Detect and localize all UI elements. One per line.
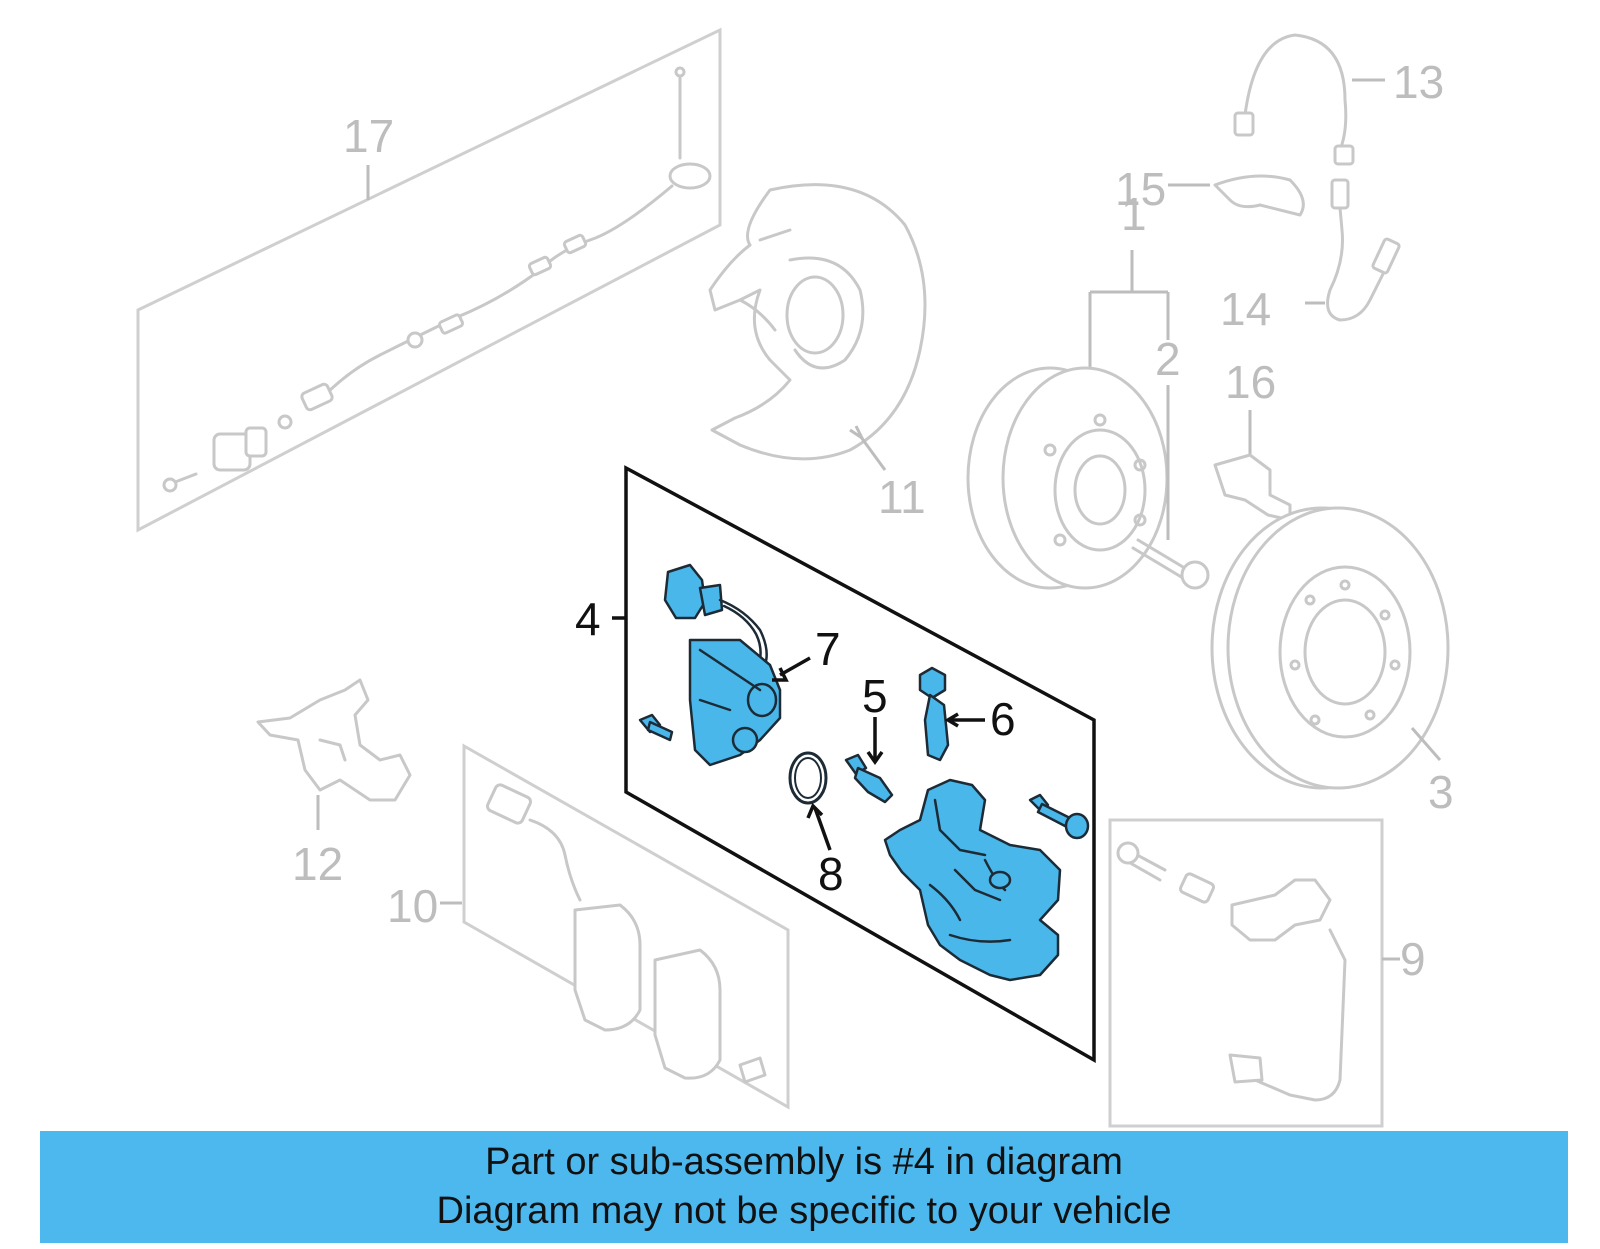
part-3-brake-rotor xyxy=(1210,506,1450,790)
part-4-caliper-assembly xyxy=(612,465,1096,1064)
part-5-bleeder-screw xyxy=(844,717,894,804)
part-6-guide-pin xyxy=(918,666,985,762)
callout-15: 15 xyxy=(1115,163,1166,215)
caliper-body xyxy=(883,778,1062,982)
callout-4: 4 xyxy=(575,593,601,645)
part-13-14-brake-hoses xyxy=(1168,33,1401,322)
callout-9: 9 xyxy=(1400,933,1426,985)
callout-6: 6 xyxy=(990,693,1016,745)
part-12-bracket xyxy=(256,678,412,830)
callout-3: 3 xyxy=(1428,766,1454,818)
callout-17: 17 xyxy=(343,110,394,162)
callout-10: 10 xyxy=(387,880,438,932)
part-16-sensor xyxy=(1213,410,1292,522)
callout-13: 13 xyxy=(1393,56,1444,108)
banner-line-1: Part or sub-assembly is #4 in diagram xyxy=(485,1141,1123,1183)
callout-11: 11 xyxy=(878,471,926,523)
part-11-dust-shield xyxy=(708,183,927,471)
callout-8: 8 xyxy=(818,848,844,900)
callout-16: 16 xyxy=(1225,356,1276,408)
callout-7: 7 xyxy=(815,623,841,675)
caliper-bolt xyxy=(1028,793,1090,840)
part-8-o-ring xyxy=(788,751,832,851)
info-banner: Part or sub-assembly is #4 in diagram Di… xyxy=(40,1131,1568,1243)
part-9-hardware-kit xyxy=(1108,818,1400,1128)
part-10-brake-pads xyxy=(440,743,790,1110)
callout-14: 14 xyxy=(1220,283,1271,335)
part-1-hub-assembly xyxy=(966,250,1170,590)
callout-5: 5 xyxy=(862,670,888,722)
callout-1: 1 xyxy=(1121,188,1147,240)
banner-line-2: Diagram may not be specific to your vehi… xyxy=(436,1190,1172,1232)
part-7-brake-motor xyxy=(638,563,811,767)
callout-12: 12 xyxy=(292,838,343,890)
part-2-bolt xyxy=(1131,385,1210,590)
callout-2: 2 xyxy=(1155,333,1181,385)
part-17-abs-sensor-group xyxy=(136,27,722,533)
